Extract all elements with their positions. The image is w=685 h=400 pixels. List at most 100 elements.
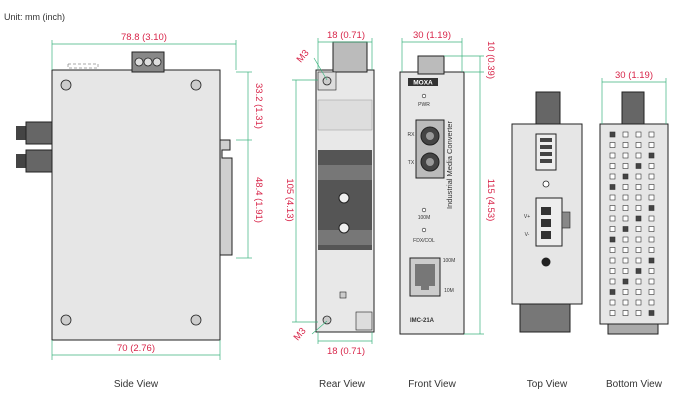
- vent-hole: [622, 205, 629, 211]
- vent-hole: [648, 142, 655, 148]
- vent-hole: [609, 205, 616, 211]
- vent-hole: [635, 152, 642, 159]
- vent-hole: [635, 226, 642, 232]
- vent-hole: [609, 142, 616, 148]
- vent-hole: [648, 215, 655, 222]
- brand-badge: [408, 78, 438, 86]
- v-plus-label: V+: [524, 214, 530, 220]
- vent-hole: [622, 226, 629, 232]
- vent-hole: [609, 299, 616, 306]
- vent-hole: [609, 226, 616, 232]
- side-fiber-body-1: [25, 121, 53, 145]
- vent-hole: [609, 131, 616, 138]
- port-10m-label: 10M: [444, 288, 454, 294]
- vent-hole: [609, 257, 616, 264]
- model-label: IMC-21A: [410, 318, 435, 324]
- vent-hole: [622, 236, 629, 243]
- vent-hole: [622, 215, 629, 222]
- tx-label: TX: [408, 160, 415, 166]
- unit-label: Unit: mm (inch): [4, 12, 65, 22]
- vent-hole: [622, 152, 629, 159]
- dim-side-height-lower: 48.4 (1.91): [253, 177, 264, 223]
- vent-hole: [635, 194, 642, 201]
- vent-hole: [609, 215, 616, 222]
- vent-hole: [635, 205, 642, 211]
- caption-front-view: Front View: [408, 379, 456, 390]
- vent-hole: [622, 173, 629, 180]
- vent-hole: [648, 163, 655, 169]
- side-fiber-connector-2: [16, 154, 26, 168]
- vent-hole: [622, 184, 629, 190]
- vent-hole: [648, 257, 655, 264]
- vent-hole: [609, 247, 616, 253]
- screw-label-bottom: M3: [292, 326, 309, 343]
- vent-hole: [622, 289, 629, 295]
- bottom-fiber-connector: [621, 91, 645, 127]
- side-fiber-body-2: [25, 149, 53, 173]
- dim-side-width-bottom: 70 (2.76): [117, 343, 155, 354]
- fdx-label: FDX/COL: [413, 238, 435, 244]
- dim-front-width: 30 (1.19): [413, 30, 451, 41]
- v-minus-label: V-: [525, 232, 530, 238]
- vent-hole: [609, 289, 616, 295]
- pwr-led: [421, 93, 427, 99]
- vent-hole: [622, 194, 629, 201]
- top-fiber-connector: [535, 91, 561, 127]
- fdx-led: [421, 227, 427, 233]
- dim-rear-height: 105 (4.13): [284, 178, 295, 221]
- vent-hole: [648, 226, 655, 232]
- port-100m-label: 100M: [443, 258, 456, 264]
- vent-hole: [609, 163, 616, 169]
- vent-hole: [635, 247, 642, 253]
- vent-hole: [648, 289, 655, 295]
- front-view: MOXA PWR RX TX Industrial Media Converte…: [399, 30, 496, 390]
- rear-hole-lower: [338, 222, 350, 234]
- vent-hole: [635, 310, 642, 316]
- caption-rear-view: Rear View: [319, 379, 366, 390]
- din-rail-clip: [219, 139, 233, 256]
- side-screw-tl: [60, 79, 72, 91]
- speed-label: 100M: [418, 215, 431, 221]
- front-top-connector: [417, 55, 445, 75]
- vent-hole: [609, 194, 616, 201]
- vent-hole: [622, 310, 629, 316]
- screw-label-top: M3: [295, 48, 312, 65]
- dim-side-width-top: 78.8 (3.10): [121, 32, 167, 43]
- dim-rear-width-top: 18 (0.71): [327, 30, 365, 41]
- vent-hole: [622, 299, 629, 306]
- rear-view: M3 M3 18 (0.71) 18 (0.71) 105 (4.13) Rea…: [284, 30, 375, 390]
- vent-hole: [648, 278, 655, 285]
- vent-hole: [622, 131, 629, 138]
- vent-hole: [648, 268, 655, 274]
- vent-hole: [635, 268, 642, 274]
- vent-hole: [648, 299, 655, 306]
- top-view: V+ V- Top View: [511, 91, 583, 390]
- vent-hole: [635, 215, 642, 222]
- rx-label: RX: [408, 132, 416, 138]
- dim-front-height: 115 (4.53): [485, 179, 496, 222]
- vent-hole: [635, 278, 642, 285]
- dim-side-height-upper: 33.2 (1.31): [253, 83, 264, 129]
- side-body: [51, 69, 221, 341]
- vent-hole: [635, 184, 642, 190]
- vent-hole: [609, 268, 616, 274]
- vent-hole: [609, 184, 616, 190]
- dim-front-top-offset: 10 (0.39): [485, 41, 496, 79]
- vent-hole: [609, 278, 616, 285]
- vent-hole: [622, 278, 629, 285]
- side-screw-bl: [60, 314, 72, 326]
- rear-screw-top: [322, 76, 332, 86]
- vent-hole: [622, 142, 629, 148]
- vent-grid: [609, 131, 655, 316]
- caption-bottom-view: Bottom View: [606, 379, 663, 390]
- vent-hole: [635, 142, 642, 148]
- vent-hole: [648, 194, 655, 201]
- vent-hole: [635, 131, 642, 138]
- vent-hole: [648, 184, 655, 190]
- vent-hole: [622, 163, 629, 169]
- side-screw-tr: [190, 79, 202, 91]
- vent-hole: [609, 310, 616, 316]
- caption-side-view: Side View: [114, 379, 159, 390]
- vent-hole: [609, 173, 616, 180]
- vent-hole: [635, 289, 642, 295]
